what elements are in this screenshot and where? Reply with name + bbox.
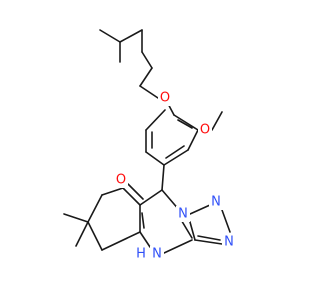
atom-n-triazole-right-bg	[222, 234, 236, 250]
atom-n-bridge: N	[178, 207, 188, 222]
bond-6	[139, 85, 159, 99]
atom-o-ether-bg	[158, 90, 172, 106]
bond-14	[145, 109, 166, 131]
bond-17	[165, 145, 185, 159]
atom-label-layer: O O O N N N N H	[114, 90, 236, 262]
bond-26	[122, 187, 141, 206]
bond-24	[163, 239, 193, 254]
atom-nh-h-bg	[135, 246, 148, 262]
bond-28	[101, 187, 124, 196]
atom-nh-n: N	[152, 247, 162, 262]
atom-o-ketone-bg	[114, 172, 128, 188]
bond-31	[101, 231, 141, 251]
bond-10	[187, 129, 199, 151]
bond-25	[141, 212, 145, 229]
atom-o-ether: O	[160, 91, 170, 106]
bond-11	[163, 149, 189, 166]
bond-32	[63, 213, 89, 223]
structure-canvas: O O O N N N N H	[63, 29, 236, 262]
bond-29	[87, 194, 103, 223]
bond-34	[189, 204, 211, 215]
bond-4	[141, 51, 153, 69]
atom-nh-h: H	[136, 247, 146, 262]
atom-n-triazole-right: N	[224, 235, 234, 250]
atom-o-ketone: O	[116, 173, 126, 188]
atom-n-triazole-top-bg	[209, 194, 223, 210]
bond-35	[221, 209, 231, 233]
atom-n-triazole-top: N	[211, 195, 221, 210]
bond-0	[99, 29, 121, 43]
atom-o-methoxy-bg	[198, 122, 212, 138]
bond-layer	[63, 29, 231, 254]
bond-15	[177, 119, 193, 129]
bond-30	[87, 221, 103, 251]
atom-n-bridge-bg	[176, 206, 190, 222]
atom-o-methoxy: O	[200, 123, 210, 138]
bond-12	[145, 151, 165, 166]
bond-21	[139, 231, 151, 248]
bond-36	[189, 221, 196, 241]
bond-9	[173, 114, 199, 131]
molecule-diagram: O O O N N N N H	[63, 29, 236, 262]
bond-27	[127, 183, 144, 200]
bond-7	[211, 111, 223, 131]
bond-37	[194, 239, 223, 245]
bond-2	[119, 29, 143, 43]
bond-18	[161, 164, 165, 191]
bond-38	[197, 235, 221, 241]
bond-19	[139, 189, 163, 206]
atom-nh-bg	[150, 246, 164, 262]
bond-5	[139, 67, 153, 87]
bond-33	[75, 221, 89, 247]
